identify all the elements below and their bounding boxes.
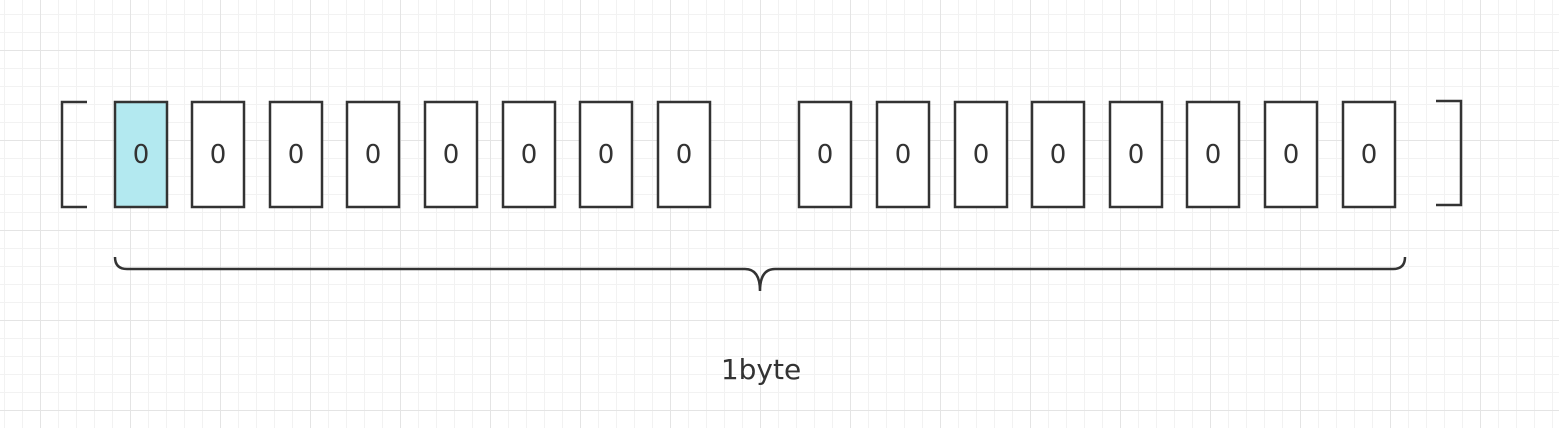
bit-value-6: 0 — [521, 140, 538, 170]
bit-cell-2 — [190, 100, 246, 209]
bit-value-4: 0 — [365, 140, 382, 170]
curly-brace — [113, 256, 1407, 292]
bit-value-12: 0 — [1050, 140, 1067, 170]
bit-value-2: 0 — [210, 140, 227, 170]
bit-value-11: 0 — [973, 140, 990, 170]
bit-value-7: 0 — [598, 140, 615, 170]
bit-cells: 0 0 0 0 0 0 0 0 0 0 0 0 0 0 0 0 — [113, 100, 1397, 209]
bit-value-16: 0 — [1361, 140, 1378, 170]
bit-cell-15 — [1263, 100, 1319, 209]
bit-cell-11 — [953, 100, 1009, 209]
bit-cell-7 — [578, 100, 634, 209]
bit-value-3: 0 — [288, 140, 305, 170]
left-bracket — [60, 100, 87, 209]
bit-value-14: 0 — [1205, 140, 1222, 170]
bit-value-15: 0 — [1283, 140, 1300, 170]
bit-cell-4 — [345, 100, 401, 209]
right-bracket — [1436, 99, 1463, 207]
brace-label: 1byte — [720, 353, 802, 386]
bit-cell-10 — [875, 100, 931, 209]
bit-cell-8 — [656, 100, 712, 209]
bit-cell-5 — [423, 100, 479, 209]
bit-cell-16 — [1341, 100, 1397, 209]
bit-cell-13 — [1108, 100, 1164, 209]
bit-value-5: 0 — [443, 140, 460, 170]
bit-value-13: 0 — [1128, 140, 1145, 170]
bit-cell-12 — [1030, 100, 1086, 209]
bit-value-8: 0 — [676, 140, 693, 170]
bit-cell-14 — [1185, 100, 1241, 209]
bit-cell-9 — [797, 100, 853, 209]
bit-cell-1 — [113, 100, 169, 209]
bit-cell-3 — [268, 100, 324, 209]
bit-value-10: 0 — [895, 140, 912, 170]
bit-cell-6 — [501, 100, 557, 209]
bit-value-1: 0 — [133, 140, 150, 170]
bit-value-9: 0 — [817, 140, 834, 170]
